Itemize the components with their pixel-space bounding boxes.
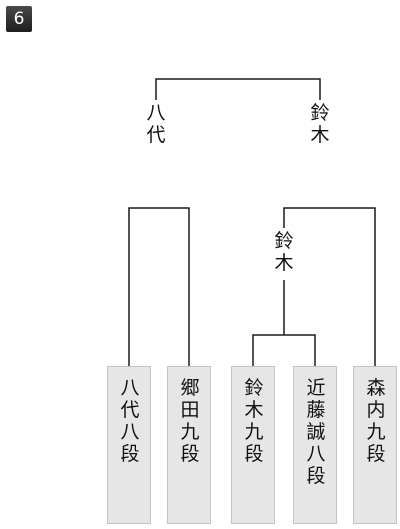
right-semifinal-connector [283, 207, 376, 366]
player-name: 近藤誠八段 [306, 377, 326, 487]
player-box-goda: 郷田九段 [167, 366, 211, 524]
player-box-moriuchi: 森内九段 [353, 366, 397, 524]
player-box-yashiro: 八代八段 [107, 366, 151, 524]
final-winner-right-label: 鈴木 [308, 102, 332, 146]
player-name: 鈴木九段 [244, 377, 264, 465]
player-box-suzuki: 鈴木九段 [231, 366, 275, 524]
final-connector [155, 78, 321, 100]
player-box-kondo: 近藤誠八段 [293, 366, 337, 524]
inner-pair-connector [252, 334, 316, 366]
final-winner-left-label: 八代 [144, 102, 168, 146]
round-number-badge: 6 [6, 6, 32, 32]
player-name: 八代八段 [120, 377, 140, 465]
semifinal-winner-label: 鈴木 [272, 230, 296, 274]
player-name: 森内九段 [366, 377, 386, 465]
left-pair-connector [128, 207, 190, 366]
player-name: 郷田九段 [180, 377, 200, 465]
